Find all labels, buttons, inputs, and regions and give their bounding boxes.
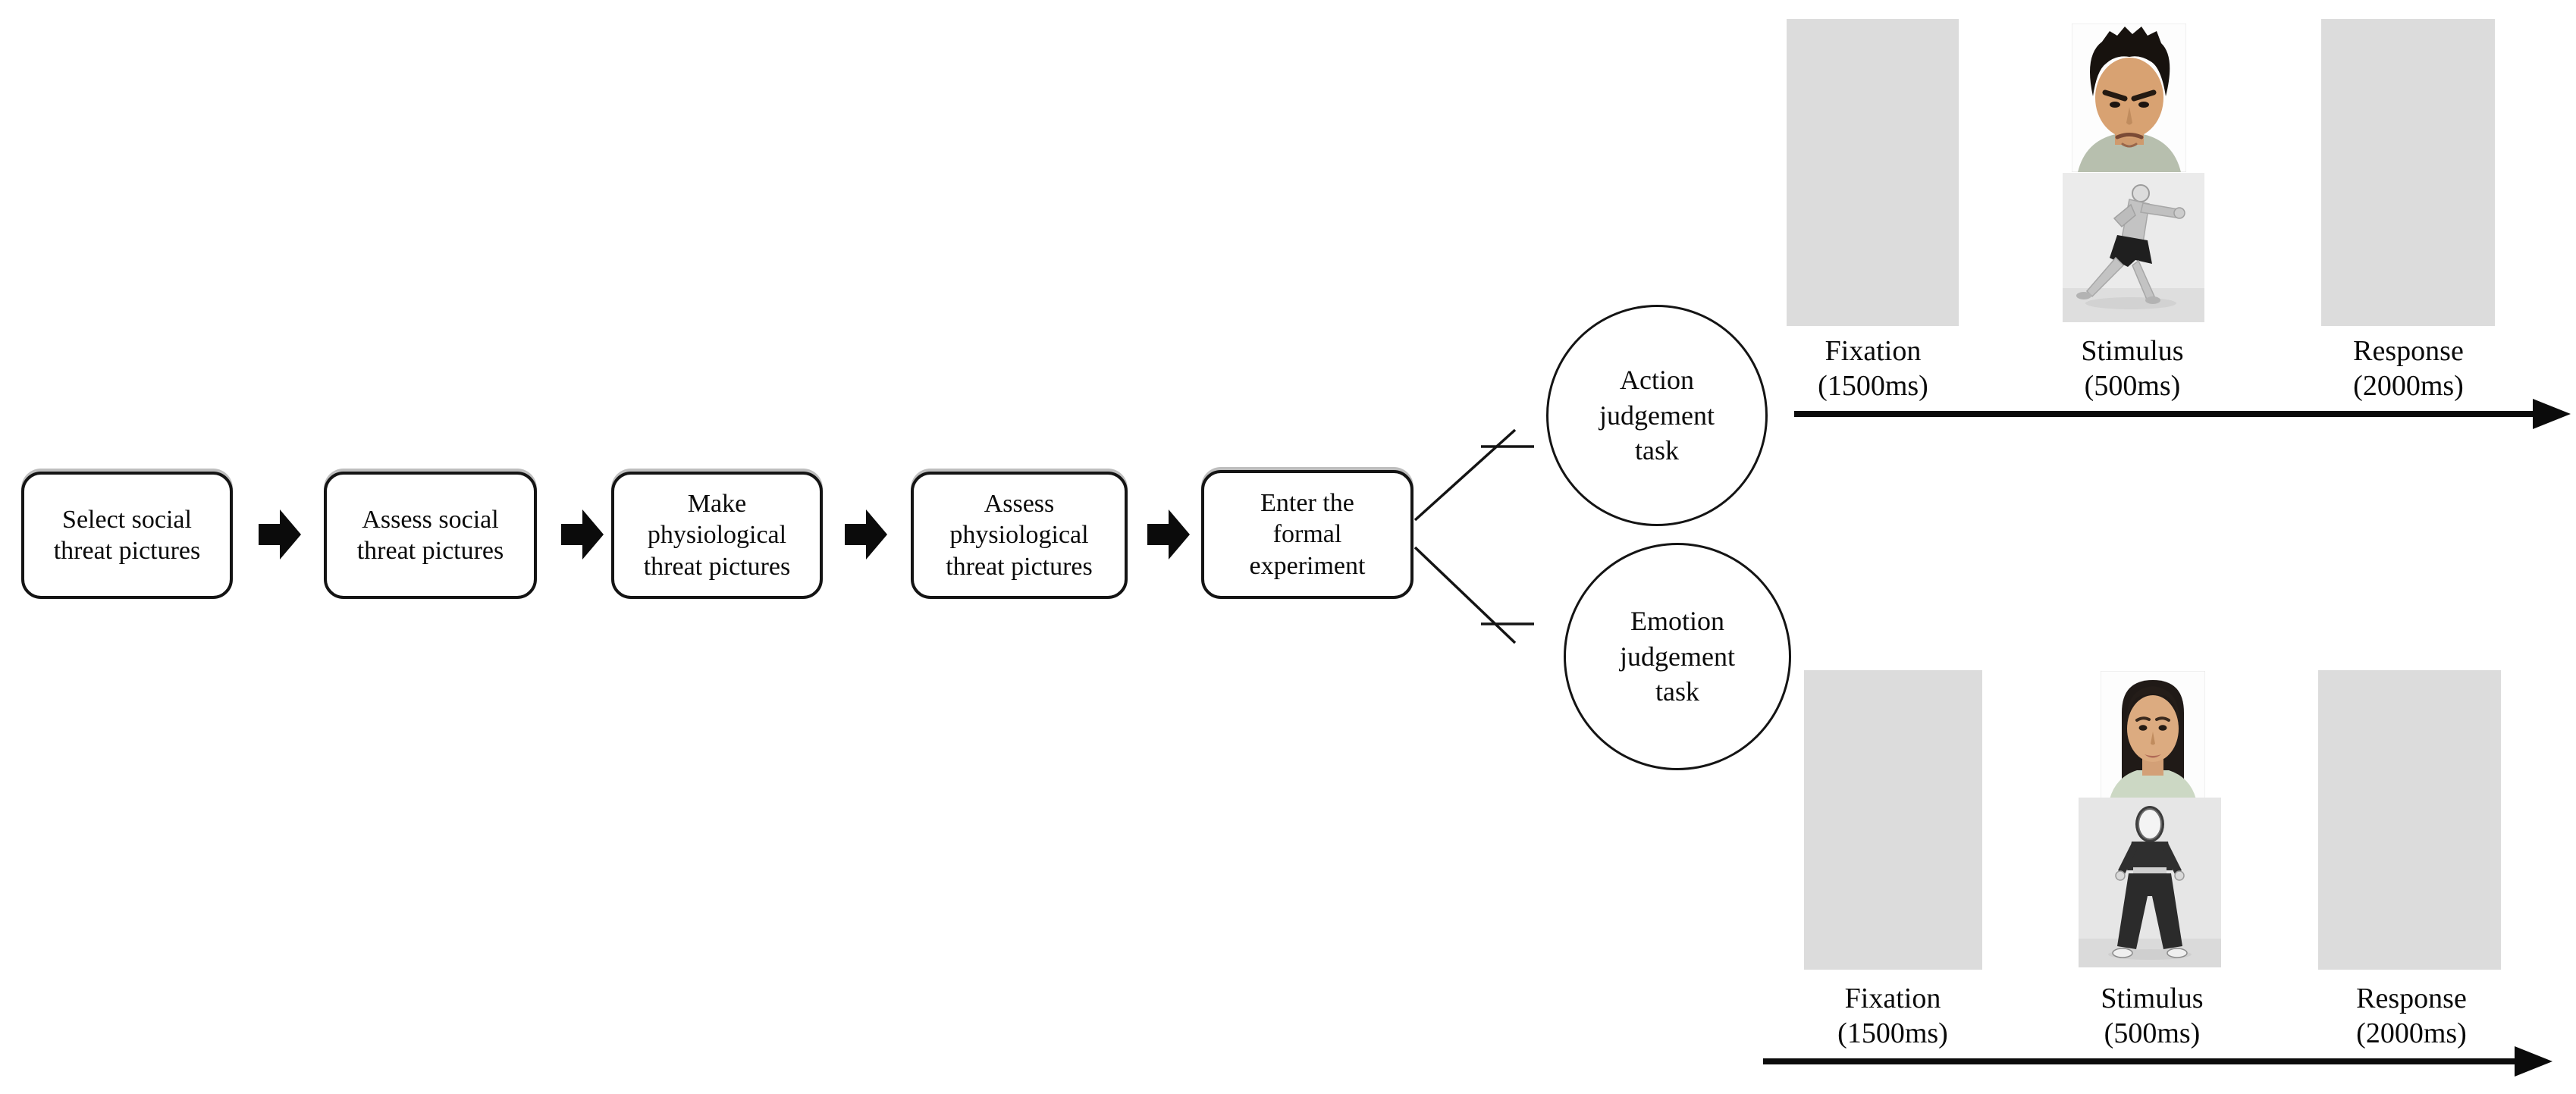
flow-step-assess-physiological: Assess physiological threat pictures [911,472,1128,599]
phase-name: Stimulus [2081,335,2184,367]
flow-step-label: Assess physiological threat pictures [946,489,1093,581]
task-circle-emotion-judgement: Emotion judgement task [1564,543,1791,770]
flow-step-label: Assess social threat pictures [356,505,504,565]
branch-connector-emotion [1414,546,1534,644]
phase-label-fixation-emotion: Fixation (1500ms) [1779,981,2007,1052]
phase-label-stimulus-emotion: Stimulus (500ms) [2038,981,2266,1052]
phase-duration: (1500ms) [1818,370,1928,403]
flow-step-assess-social: Assess social threat pictures [324,472,537,599]
response-screen-action [2321,19,2495,326]
phase-duration: (1500ms) [1837,1017,1948,1050]
branch-connector-action [1414,428,1534,522]
phase-name: Fixation [1825,335,1922,367]
fixation-screen-action [1787,19,1959,326]
phase-duration: (500ms) [2104,1017,2201,1050]
task-circle-action-judgement: Action judgement task [1546,305,1768,526]
flow-step-label: Select social threat pictures [53,505,201,565]
response-screen-emotion [2318,670,2501,970]
stimulus-body-image-boxing-posture [2063,173,2204,322]
flow-step-select-pictures: Select social threat pictures [21,472,233,599]
task-circle-label: Emotion judgement task [1620,605,1735,707]
task-circle-label: Action judgement task [1599,364,1715,466]
flow-arrow-icon [561,509,604,560]
phase-name: Stimulus [2101,983,2204,1014]
phase-name: Response [2356,983,2467,1014]
phase-duration: (2000ms) [2356,1017,2467,1050]
phase-duration: (2000ms) [2353,370,2464,403]
stimulus-face-image-angry-man [2072,24,2186,172]
phase-label-fixation-action: Fixation (1500ms) [1759,334,1987,404]
phase-duration: (500ms) [2084,370,2181,403]
flow-arrow-icon [845,509,887,560]
flow-step-label: Enter the formal experiment [1249,488,1366,580]
phase-label-stimulus-action: Stimulus (500ms) [2019,334,2246,404]
flow-step-enter-experiment: Enter the formal experiment [1201,470,1414,599]
flow-step-make-physiological: Make physiological threat pictures [611,472,823,599]
fixation-screen-emotion [1804,670,1982,970]
flow-arrow-icon [259,509,301,560]
phase-name: Response [2353,335,2464,367]
flow-step-label: Make physiological threat pictures [643,489,791,581]
flow-arrow-icon [1147,509,1190,560]
stimulus-body-image-standing-woman [2079,798,2221,967]
stimulus-face-image-neutral-woman [2101,671,2205,799]
phase-label-response-action: Response (2000ms) [2295,334,2522,404]
phase-label-response-emotion: Response (2000ms) [2298,981,2525,1052]
phase-name: Fixation [1844,983,1941,1014]
